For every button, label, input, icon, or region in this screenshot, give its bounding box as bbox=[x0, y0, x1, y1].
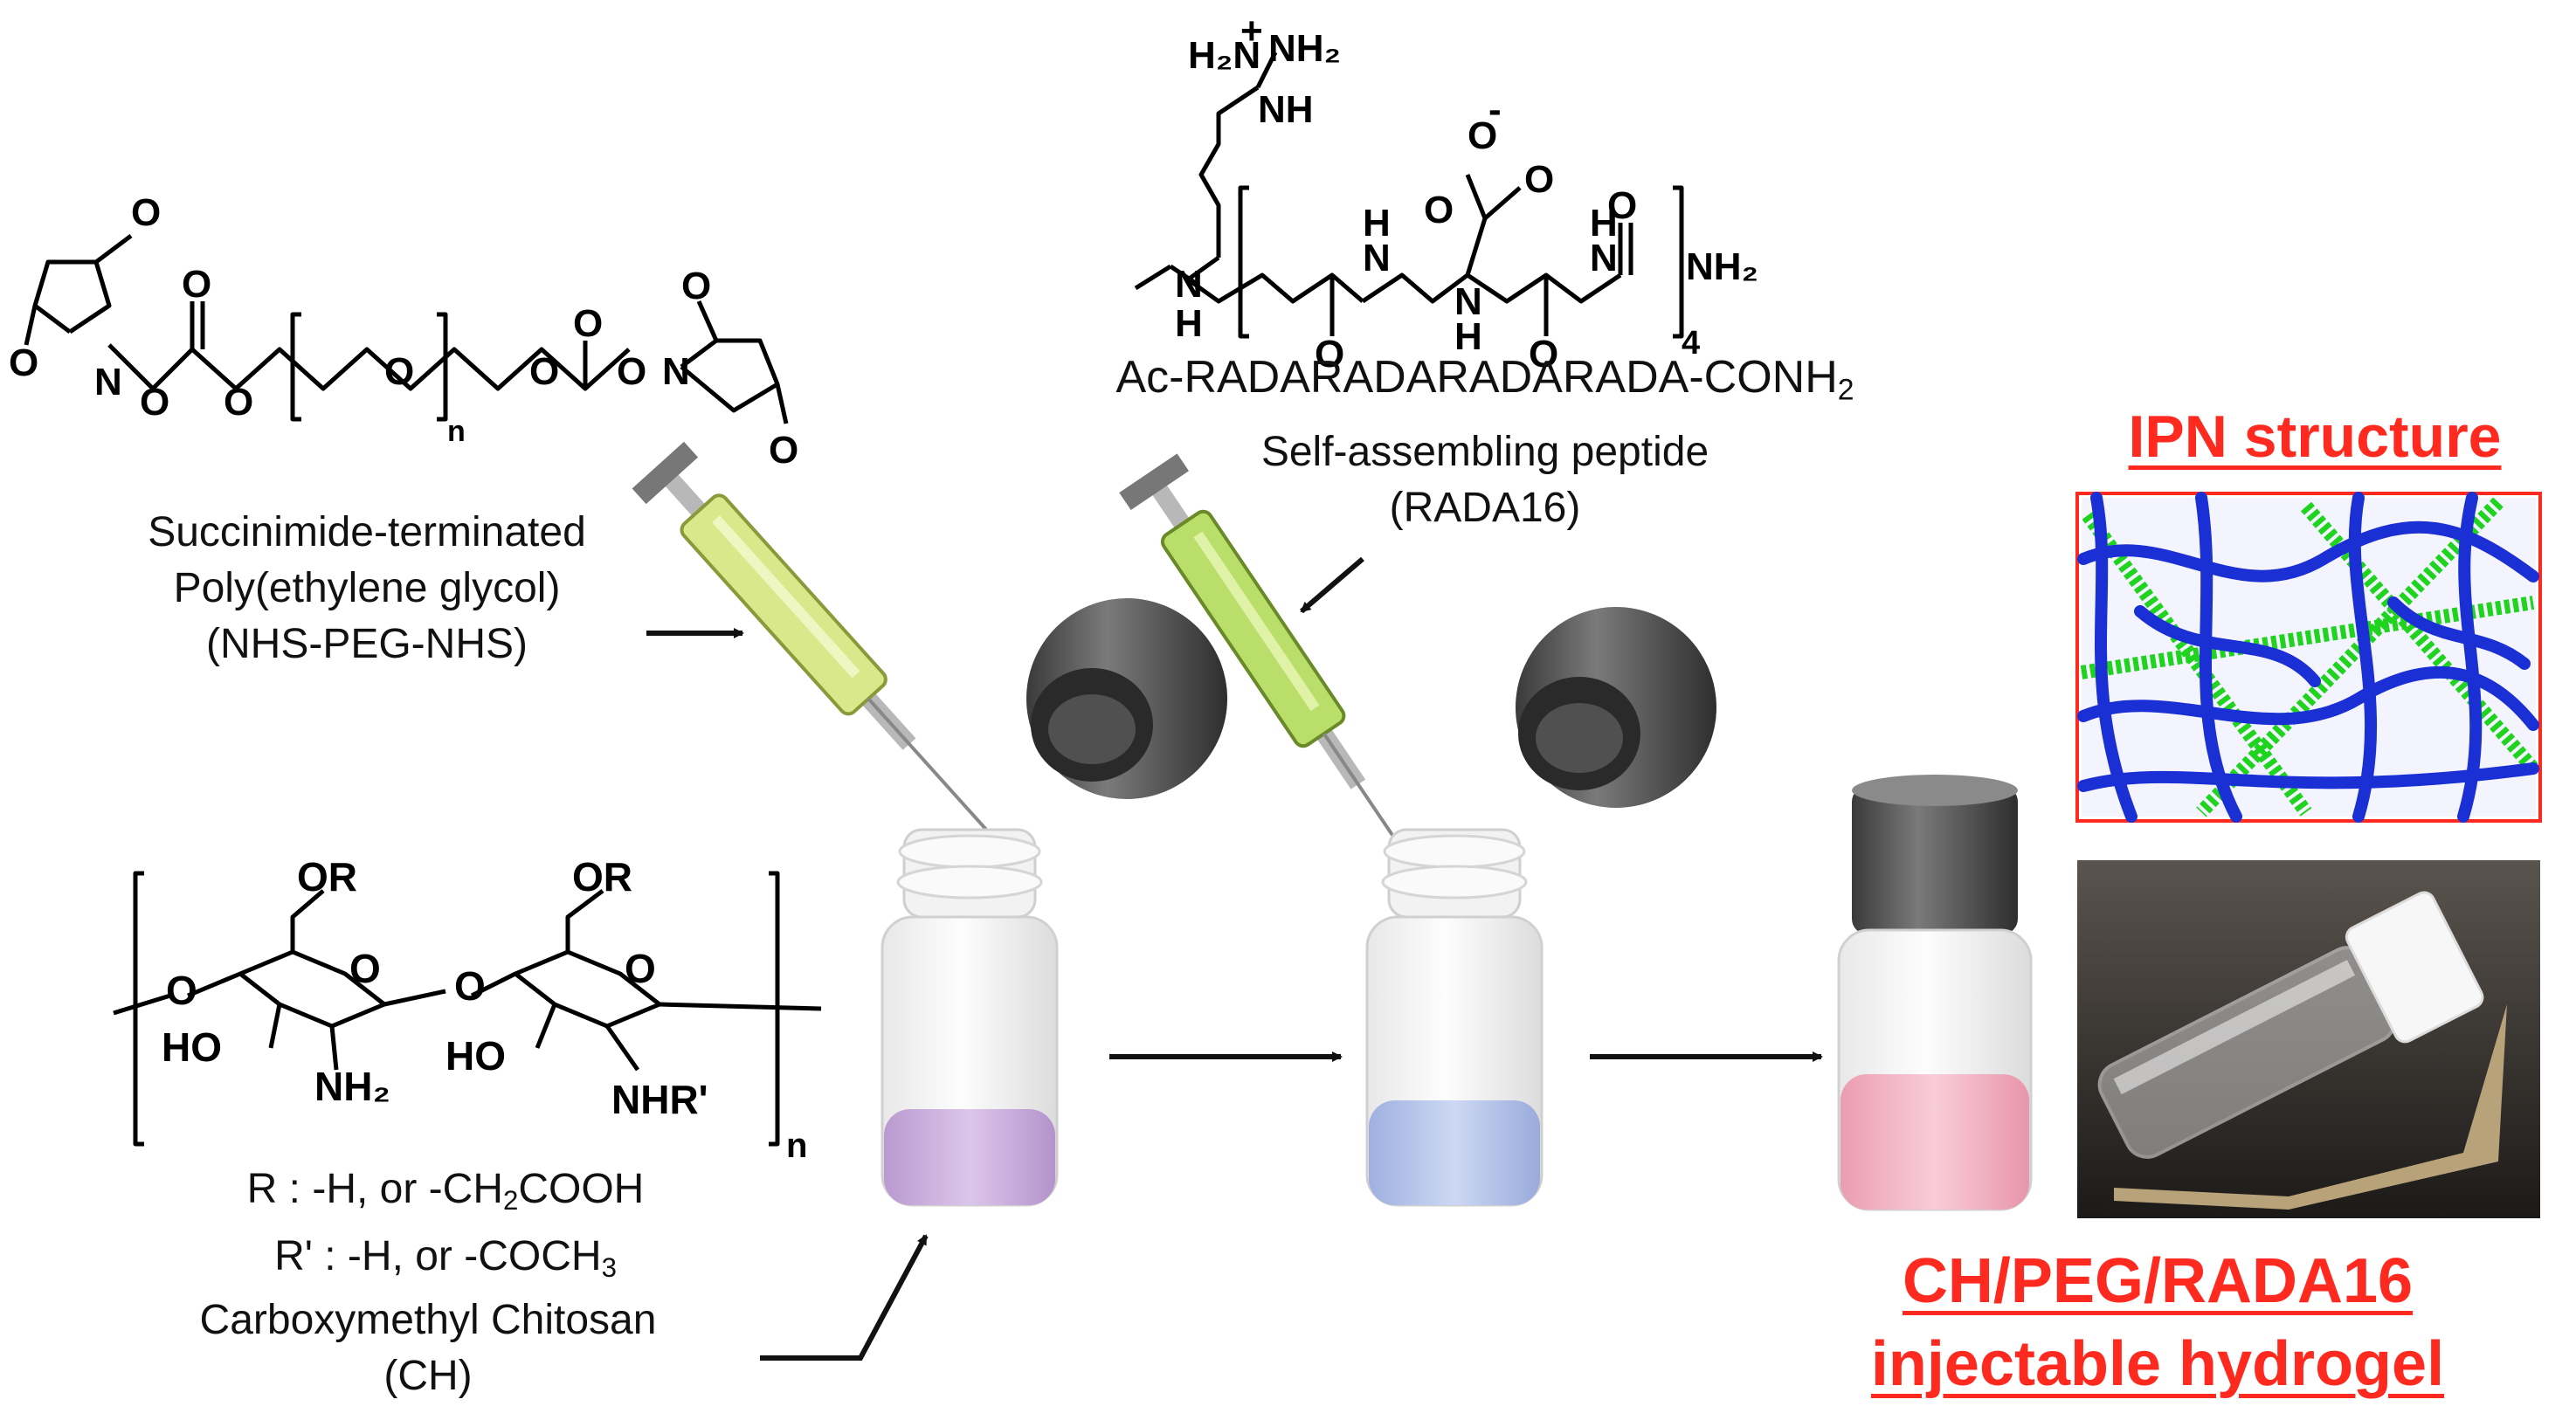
svg-text:H: H bbox=[1175, 302, 1203, 345]
svg-text:O: O bbox=[1424, 189, 1454, 231]
svg-text:N: N bbox=[94, 361, 122, 403]
vial-icon bbox=[1365, 828, 1544, 1207]
peptide-sequence: Ac-RADARADARADARADA-CONH2 bbox=[1048, 349, 1922, 417]
svg-text:N: N bbox=[1175, 263, 1203, 306]
chitosan-label: Carboxymethyl Chitosan (CH) bbox=[148, 1293, 708, 1404]
hydrogel-title-line2: injectable hydrogel bbox=[1870, 1329, 2445, 1399]
svg-text:H: H bbox=[1590, 202, 1618, 245]
svg-text:HO: HO bbox=[162, 1024, 222, 1070]
svg-text:-: - bbox=[1488, 88, 1502, 131]
chitosan-structure bbox=[113, 871, 822, 1147]
svg-text:O: O bbox=[1529, 333, 1558, 376]
svg-text:O: O bbox=[681, 265, 711, 307]
svg-text:NH₂: NH₂ bbox=[1686, 245, 1758, 288]
chitosan-atom-labels: OR OR O O O O HO NH₂ HO NHR' n bbox=[162, 854, 807, 1165]
svg-text:O: O bbox=[140, 381, 169, 424]
hydrogel-title: CH/PEG/RADA16 injectable hydrogel bbox=[1765, 1240, 2551, 1406]
svg-text:N: N bbox=[1454, 280, 1482, 323]
svg-text:O: O bbox=[131, 191, 161, 234]
svg-text:H: H bbox=[1363, 202, 1391, 245]
peg-name-line3: (NHS-PEG-NHS) bbox=[206, 621, 528, 667]
svg-text:+: + bbox=[1240, 10, 1263, 52]
svg-text:N: N bbox=[1363, 237, 1391, 279]
vial-icon bbox=[881, 828, 1059, 1207]
peg-structure bbox=[24, 234, 789, 424]
chitosan-substituents: R : -H, or -CH2COOH R' : -H, or -COCH3 bbox=[192, 1162, 699, 1296]
peptide-name-line1: Self-assembling peptide bbox=[1260, 429, 1709, 475]
svg-text:NH₂: NH₂ bbox=[314, 1064, 390, 1109]
svg-text:NHR': NHR' bbox=[611, 1077, 708, 1122]
peptide-atom-labels: H₂N NH₂ + NH O - O N H H N O O N H O H N… bbox=[1175, 10, 1758, 376]
svg-text:O: O bbox=[349, 946, 381, 991]
chitosan-name-line1: Carboxymethyl Chitosan bbox=[199, 1297, 657, 1343]
vial-cap-icon bbox=[1026, 598, 1227, 799]
svg-text:HO: HO bbox=[445, 1033, 506, 1079]
svg-text:H: H bbox=[1454, 315, 1482, 358]
ipn-network-render bbox=[2075, 492, 2542, 823]
ipn-title: IPN structure bbox=[2128, 403, 2502, 470]
peptide-sequence-main: Ac-RADARADARADARADA-CONH bbox=[1115, 352, 1838, 403]
syringe-icon bbox=[632, 441, 993, 837]
chitosan-rp-definition: R' : -H, or -COCH3 bbox=[192, 1229, 699, 1296]
peptide-sequence-sub: 2 bbox=[1837, 373, 1854, 407]
peg-label: Succinimide-terminated Poly(ethylene gly… bbox=[105, 505, 629, 672]
peg-atom-labels: O N O O O O O O O O N O O n bbox=[9, 191, 798, 472]
svg-text:OR: OR bbox=[572, 854, 632, 900]
svg-text:N: N bbox=[1590, 237, 1618, 279]
svg-text:O: O bbox=[224, 381, 253, 424]
svg-text:H₂N: H₂N bbox=[1188, 34, 1260, 77]
svg-text:NH: NH bbox=[1258, 88, 1314, 131]
peptide-repeat-count: 4 bbox=[1682, 325, 1700, 362]
svg-text:O: O bbox=[384, 350, 414, 393]
svg-text:O: O bbox=[617, 350, 646, 393]
peg-name-line1: Succinimide-terminated bbox=[148, 509, 586, 555]
r-def-main: R : -H, or -CH bbox=[246, 1166, 503, 1212]
process-arrows bbox=[646, 556, 1823, 1361]
svg-text:O: O bbox=[769, 429, 798, 472]
svg-text:O: O bbox=[529, 350, 559, 393]
svg-text:OR: OR bbox=[297, 854, 357, 900]
photo-tilted-vial bbox=[2077, 860, 2540, 1218]
chitosan-r-definition: R : -H, or -CH2COOH bbox=[192, 1162, 699, 1229]
svg-text:O: O bbox=[454, 963, 486, 1009]
svg-text:O: O bbox=[625, 946, 656, 991]
svg-text:O: O bbox=[166, 968, 197, 1013]
hydrogel-title-line1: CH/PEG/RADA16 bbox=[1902, 1246, 2414, 1316]
chitosan-name-line2: (CH) bbox=[383, 1353, 473, 1399]
rp-def-sub: 3 bbox=[601, 1251, 617, 1283]
r-def-sub: 2 bbox=[502, 1184, 519, 1216]
svg-text:O: O bbox=[182, 263, 211, 306]
peg-name-line2: Poly(ethylene glycol) bbox=[173, 565, 561, 611]
svg-text:O: O bbox=[1468, 114, 1497, 157]
svg-text:NH₂: NH₂ bbox=[1268, 27, 1341, 70]
peptide-structure bbox=[1134, 51, 1684, 339]
peptide-label: Self-assembling peptide (RADA16) bbox=[1136, 424, 1834, 536]
vial-cap-icon bbox=[1516, 607, 1716, 808]
svg-text:O: O bbox=[1524, 158, 1554, 201]
svg-text:O: O bbox=[1607, 184, 1637, 227]
vial-icon bbox=[1837, 775, 2033, 1211]
rp-def-main: R' : -H, or -COCH bbox=[274, 1232, 602, 1279]
svg-text:O: O bbox=[1315, 333, 1344, 376]
svg-text:O: O bbox=[9, 341, 38, 384]
r-def-tail: COOH bbox=[518, 1166, 645, 1212]
svg-text:N: N bbox=[662, 350, 690, 393]
peg-repeat-n: n bbox=[447, 415, 466, 448]
chitosan-repeat-n: n bbox=[786, 1127, 807, 1165]
peptide-name-line2: (RADA16) bbox=[1389, 485, 1581, 531]
svg-text:O: O bbox=[573, 302, 603, 345]
